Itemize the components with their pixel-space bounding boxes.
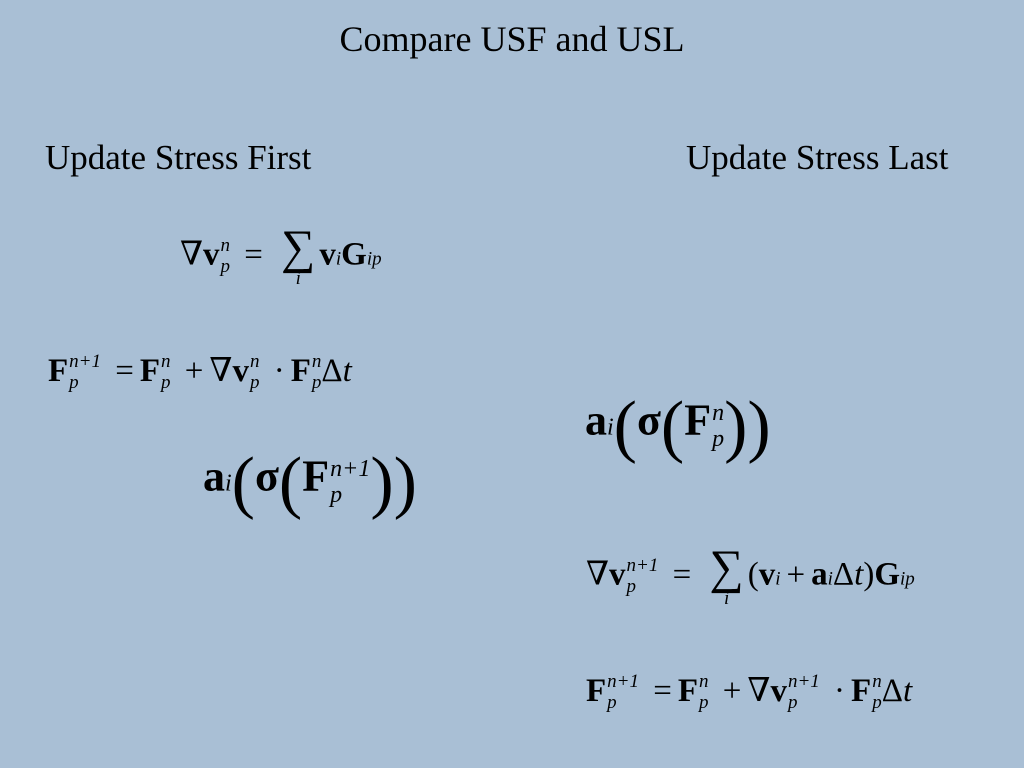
heading-usf: Update Stress First [45, 138, 312, 177]
heading-usl: Update Stress Last [686, 138, 949, 177]
slide-title: Compare USF and USL [339, 19, 685, 59]
